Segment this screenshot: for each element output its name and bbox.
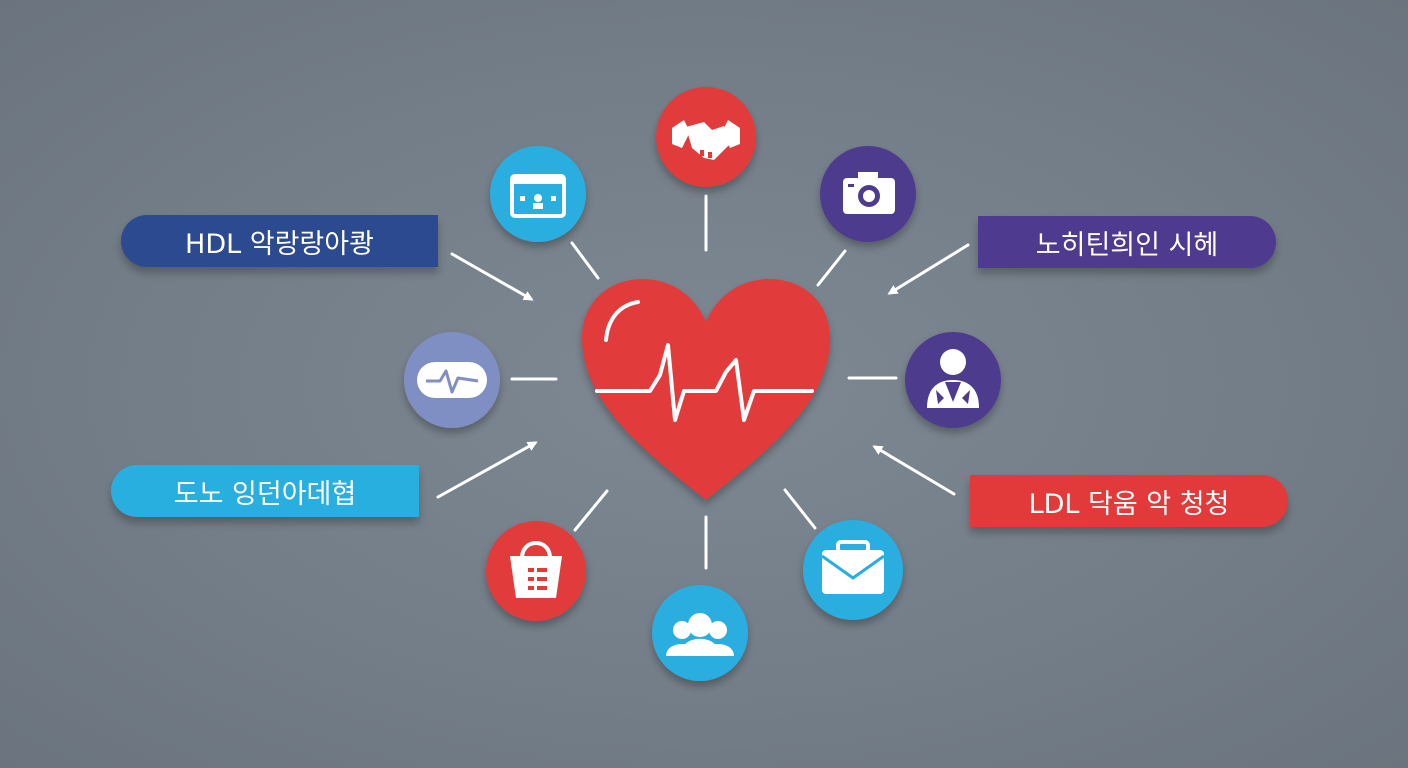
label-bottom-left-text: 도노 잉던아데협: [173, 478, 357, 510]
heart-highlight: [604, 300, 640, 342]
heartbeat-line-icon: [595, 343, 814, 422]
connector-top-right: [816, 249, 847, 287]
label-top-left: HDL 악랑랑아쾅: [121, 215, 438, 267]
connector-bottom-right: [783, 488, 817, 530]
connector-lines: [510, 194, 898, 570]
person-icon: [905, 332, 1001, 428]
arrow-bottom-right: [872, 445, 956, 496]
label-bottom-right: LDL 닥움 악 청청: [970, 475, 1288, 527]
basket-icon: [486, 521, 586, 621]
label-top-left-text: HDL 악랑랑아쾅: [185, 228, 374, 260]
handshake-icon: [656, 87, 756, 187]
label-bottom-right-text: LDL 닥움 악 청청: [1028, 488, 1230, 520]
label-bottom-left: 도노 잉던아데협: [111, 465, 419, 517]
calendar-icon: [490, 146, 586, 242]
pulse-monitor-icon: [404, 332, 500, 428]
arrow-top-left: [450, 252, 534, 301]
label-arrows: [436, 243, 970, 499]
arrow-top-right: [887, 243, 970, 295]
connector-bottom-left: [573, 489, 609, 532]
briefcase-icon: [803, 520, 903, 620]
group-icon: [652, 585, 748, 681]
arrow-bottom-left: [436, 441, 538, 499]
label-top-right: 노히틴희인 시헤: [978, 216, 1276, 268]
connector-top-left: [570, 241, 600, 280]
camera-icon: [820, 146, 916, 242]
label-top-right-text: 노히틴희인 시헤: [1035, 229, 1219, 261]
